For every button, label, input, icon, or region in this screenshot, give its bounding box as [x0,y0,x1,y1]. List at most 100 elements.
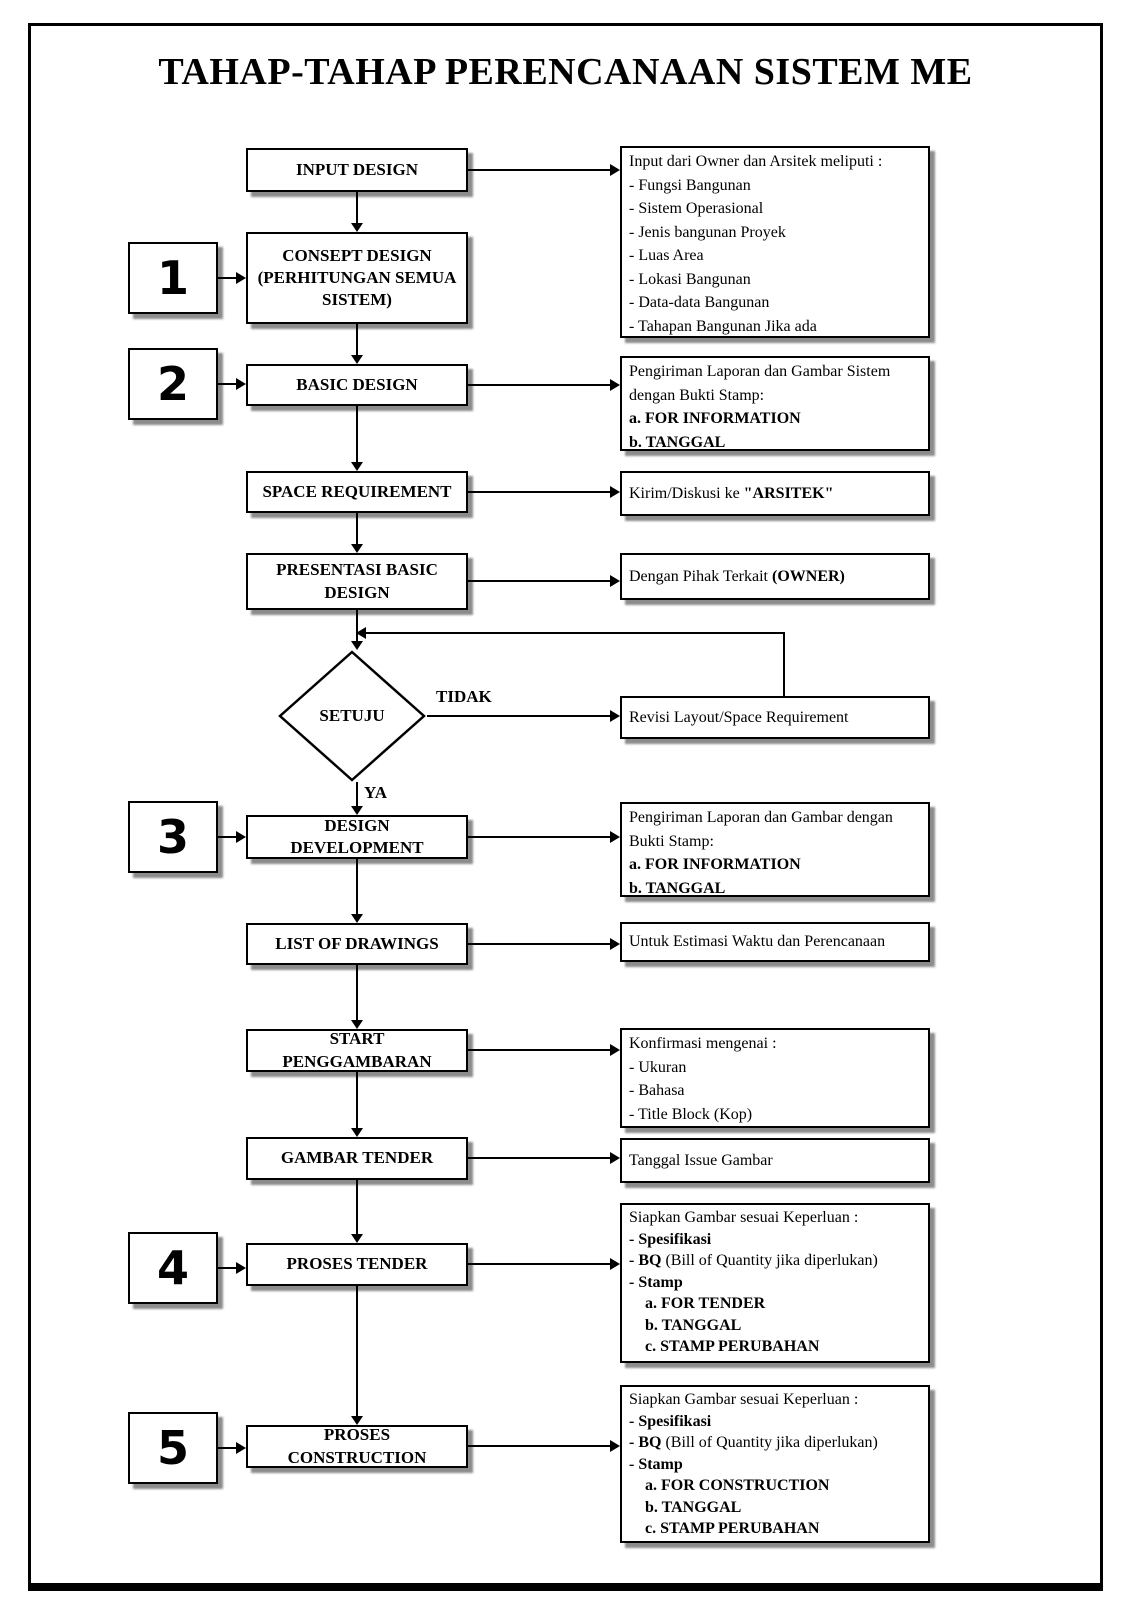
detail-subitem: c. STAMP PERUBAHAN [645,1520,820,1537]
detail-text-bold: "ARSITEK" [743,484,834,502]
arrowhead-right-icon [236,378,246,390]
arrowhead-down-icon [351,462,363,471]
connector-list-to-info [468,943,611,945]
detail-box-basic-design-info: Pengiriman Laporan dan Gambar Sistem den… [620,356,930,451]
connector-space-to-presentasi [356,513,358,544]
detail-text: Revisi Layout/Space Requirement [629,708,849,726]
detail-item: - BQ (Bill of Quantity jika diperlukan) [629,1250,920,1272]
detail-text-bold: (OWNER) [772,567,845,585]
detail-box-proses-tender-info: Siapkan Gambar sesuai Keperluan : - Spes… [620,1203,930,1363]
connector-input-to-info [468,169,611,171]
step-number-1: 1 [128,242,218,314]
connector-step3 [218,836,238,838]
arrowhead-right-icon [236,1262,246,1274]
arrowhead-down-icon [351,1020,363,1029]
connector-presentasi-to-decision [356,610,358,641]
arrowhead-right-icon [236,831,246,843]
arrowhead-right-icon [236,272,246,284]
detail-item: b. TANGGAL [629,433,726,451]
detail-item: - Luas Area [629,247,704,264]
detail-item: a. FOR INFORMATION [629,410,801,427]
arrowhead-right-icon [610,575,620,587]
flow-box-basic-design: BASIC DESIGN [246,364,468,406]
step-number-5: 5 [128,1412,218,1484]
arrowhead-down-icon [351,1234,363,1243]
flow-box-gambar-tender: GAMBAR TENDER [246,1137,468,1180]
detail-item: - Stamp [629,1273,683,1291]
detail-text-rest: (Bill of Quantity jika diperlukan) [661,1252,878,1269]
step-number-2: 2 [128,348,218,420]
detail-item: - Title Block (Kop) [629,1105,753,1123]
connector-presentasi-to-info [468,580,611,582]
arrowhead-right-icon [610,831,620,843]
connector-gambar-to-tender [356,1180,358,1234]
flow-box-list-of-drawings: LIST OF DRAWINGS [246,923,468,965]
arrowhead-left-icon [356,627,366,639]
flow-box-design-development: DESIGN DEVELOPMENT [246,815,468,859]
arrowhead-right-icon [610,1152,620,1164]
connector-basic-to-info [468,384,611,386]
flow-box-start-penggambaran: START PENGGAMBARAN [246,1029,468,1072]
connector-step1 [218,277,238,279]
decision-label: SETUJU [319,706,385,725]
connector-gambar-to-info [468,1157,611,1159]
flow-box-proses-tender: PROSES TENDER [246,1243,468,1286]
detail-box-input-info: Input dari Owner dan Arsitek meliputi : … [620,146,930,338]
connector-step4 [218,1267,238,1269]
detail-text: Pengiriman Laporan dan Gambar Sistem den… [629,363,891,404]
connector-decision-to-design-development [356,782,358,806]
connector-tender-to-info [468,1263,611,1265]
connector-start-to-gambar [356,1072,358,1128]
detail-item: - Stamp [629,1455,683,1473]
step-number-3: 3 [128,801,218,873]
detail-text: Kirim/Diskusi ke "ARSITEK" [629,482,833,506]
detail-item: - Sistem Operasional [629,200,764,217]
detail-item: - Tahapan Bangunan Jika ada [629,317,817,335]
diamond-shape [278,650,426,782]
detail-box-revisi-info: Revisi Layout/Space Requirement [620,696,930,739]
detail-subitem: a. FOR CONSTRUCTION [645,1477,830,1494]
detail-item: a. FOR INFORMATION [629,856,801,873]
connector-revisi-feedback-riser [783,633,785,696]
detail-box-proses-construction-info: Siapkan Gambar sesuai Keperluan : - Spes… [620,1385,930,1543]
detail-item: - Spesifikasi [629,1412,712,1430]
detail-text-prefix: Dengan Pihak Terkait [629,567,772,585]
detail-text: Siapkan Gambar sesuai Keperluan : [629,1209,859,1226]
connector-tender-to-construction [356,1286,358,1416]
flow-box-proses-construction: PROSES CONSTRUCTION [246,1425,468,1468]
arrowhead-right-icon [610,1440,620,1452]
detail-item: - Lokasi Bangunan [629,270,751,288]
arrowhead-right-icon [610,486,620,498]
detail-item: - Fungsi Bangunan [629,176,751,194]
arrowhead-down-icon [351,1128,363,1137]
detail-box-start-penggambaran-info: Konfirmasi mengenai : - Ukuran - Bahasa … [620,1028,930,1128]
detail-text-prefix: Kirim/Diskusi ke [629,484,744,502]
label-tidak: TIDAK [436,687,492,706]
connector-decision-to-revisi [427,715,611,717]
page-title: TAHAP-TAHAP PERENCANAAN SISTEM ME [158,51,973,93]
arrowhead-down-icon [351,355,363,364]
detail-item: - Bahasa [629,1082,685,1099]
connector-basic-to-space [356,406,358,462]
detail-subitem: a. FOR TENDER [645,1295,766,1312]
connector-consept-to-basic [356,324,358,355]
detail-text-rest: (Bill of Quantity jika diperlukan) [661,1434,878,1451]
connector-start-to-info [468,1049,611,1051]
arrowhead-down-icon [351,223,363,232]
detail-text: Tanggal Issue Gambar [629,1151,773,1169]
detail-box-presentasi-info: Dengan Pihak Terkait (OWNER) [620,553,930,600]
detail-item: - Data-data Bangunan [629,294,770,311]
arrowhead-right-icon [610,379,620,391]
flow-box-input-design: INPUT DESIGN [246,148,468,192]
detail-text-bold: - BQ [629,1434,662,1451]
arrowhead-right-icon [610,1044,620,1056]
detail-item: - Ukuran [629,1058,687,1076]
detail-item: - Spesifikasi [629,1230,712,1248]
arrowhead-right-icon [610,164,620,176]
flow-box-presentasi-basic-design: PRESENTASI BASIC DESIGN [246,553,468,610]
arrowhead-right-icon [610,710,620,722]
label-ya: YA [364,783,387,802]
page-border [28,23,1103,1591]
arrowhead-down-icon [351,806,363,815]
